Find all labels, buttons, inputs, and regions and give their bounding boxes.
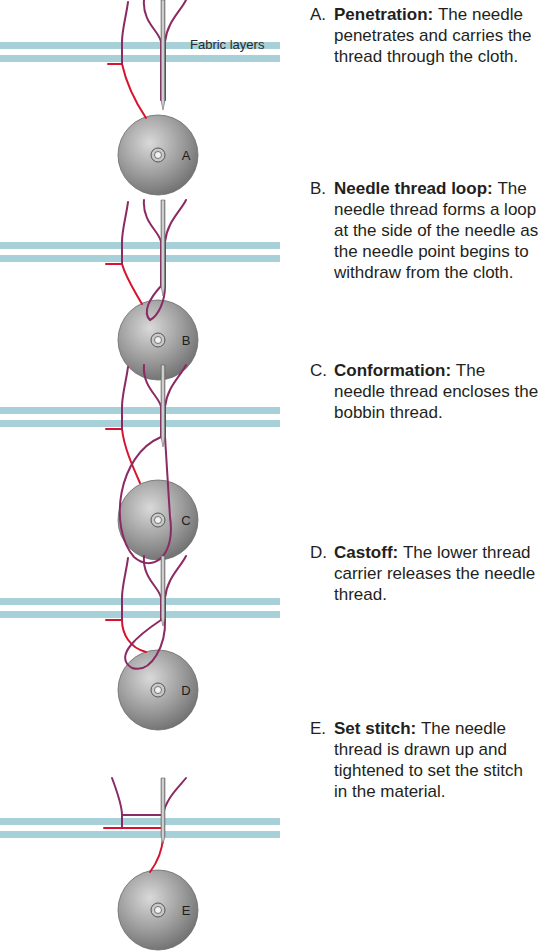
step-letter: E. <box>310 718 326 739</box>
bobbin <box>118 115 198 195</box>
needle-thread <box>165 0 186 100</box>
needle-thread <box>122 2 128 64</box>
bobbin <box>118 650 198 730</box>
bobbin-thread <box>122 620 146 652</box>
step-text: Set stitch:The needle thread is drawn up… <box>334 718 539 802</box>
step-letter: D. <box>310 542 327 563</box>
needle <box>161 365 165 447</box>
step-text: Castoff:The lower thread carrier release… <box>334 542 539 605</box>
needle-thread-loop <box>125 620 165 669</box>
step-description: E. Set stitch:The needle thread is drawn … <box>310 718 539 802</box>
panel-letter: B <box>182 333 191 348</box>
needle <box>161 556 165 626</box>
panel-letter: C <box>181 513 190 528</box>
step-text: Needle thread loop:The needle thread for… <box>334 178 539 283</box>
bobbin-thread <box>106 263 122 265</box>
step-heading: Conformation: <box>334 361 451 380</box>
needle-thread <box>144 200 161 286</box>
step-text: Conformation:The needle thread encloses … <box>334 360 539 423</box>
needle-thread <box>122 202 128 264</box>
needle-thread <box>144 556 161 620</box>
needle-thread <box>112 778 163 828</box>
needle <box>161 778 165 844</box>
needle-thread <box>165 200 186 286</box>
panel-a-art <box>0 0 280 195</box>
needle-thread-loop <box>120 437 171 563</box>
panel-c-art <box>0 365 280 563</box>
needle-thread <box>163 778 186 815</box>
needle-thread <box>144 365 161 437</box>
bobbin-thread <box>108 63 122 65</box>
panel-letter: D <box>181 683 190 698</box>
bobbin-thread <box>106 428 122 430</box>
fabric-layers <box>0 407 280 427</box>
needle <box>161 0 165 110</box>
step-letter: B. <box>310 178 326 199</box>
needle-thread <box>144 0 161 100</box>
panel-e-art <box>0 778 280 950</box>
fabric-layers <box>0 242 280 262</box>
panel-d-art <box>0 556 280 730</box>
step-description: D. Castoff:The lower thread carrier relea… <box>310 542 539 605</box>
panel-letter: E <box>182 903 191 918</box>
panel-letter: A <box>182 148 191 163</box>
needle-thread <box>165 365 186 437</box>
bobbin-thread <box>122 264 142 304</box>
fabric-label: Fabric layers <box>190 37 264 52</box>
step-text: Penetration:The needle penetrates and ca… <box>334 4 539 67</box>
step-heading: Castoff: <box>334 543 398 562</box>
needle-thread <box>165 556 186 620</box>
step-description: C. Conformation:The needle thread enclose… <box>310 360 539 423</box>
step-description: A. Penetration:The needle penetrates and … <box>310 4 539 67</box>
bobbin <box>118 870 198 950</box>
fabric-layers <box>0 598 280 618</box>
step-heading: Needle thread loop: <box>334 179 493 198</box>
step-heading: Penetration: <box>334 5 433 24</box>
bobbin <box>118 480 198 560</box>
needle <box>161 200 165 296</box>
step-description: B. Needle thread loop:The needle thread f… <box>310 178 539 283</box>
panel-b-art <box>0 200 280 380</box>
bobbin-thread <box>122 64 146 118</box>
needle-thread <box>122 367 128 429</box>
bobbin-thread <box>106 619 122 621</box>
bobbin-thread <box>104 828 163 872</box>
needle-thread <box>122 558 128 620</box>
step-letter: C. <box>310 360 327 381</box>
step-letter: A. <box>310 4 326 25</box>
step-heading: Set stitch: <box>334 719 416 738</box>
